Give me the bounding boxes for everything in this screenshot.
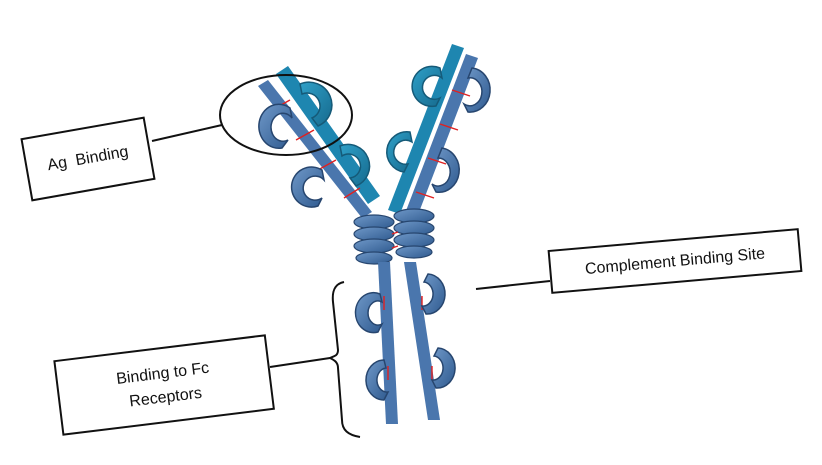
left-ch1-domain xyxy=(290,166,326,208)
fc-left-ch2-domain xyxy=(354,291,384,334)
hinge-disc-right-3 xyxy=(393,232,435,248)
fc-receptors-leader-line xyxy=(269,357,331,368)
right-fab-arm xyxy=(386,44,491,220)
right-vl-domain xyxy=(411,65,444,108)
right-cl-domain xyxy=(386,131,414,173)
right-fab-disulfide-4 xyxy=(415,191,435,199)
fc-left-heavy-chain xyxy=(378,262,398,424)
complement-binding-site-label-box: Complement Binding Site xyxy=(547,228,803,294)
fc-right-ch3-domain xyxy=(430,347,456,389)
right-fab-disulfide-2 xyxy=(439,123,459,131)
left-fab-arm xyxy=(258,66,380,218)
fc-right-ch2-domain xyxy=(420,273,446,315)
complement-leader-line xyxy=(475,280,551,290)
fc-left-ch3-domain xyxy=(365,359,390,401)
ag-binding-leader-line xyxy=(151,124,223,142)
fc-receptors-label-box: Binding to Fc Receptors xyxy=(53,334,275,436)
right-vh-domain xyxy=(462,67,491,113)
hinge-region xyxy=(353,208,435,265)
hinge-disc-left-4 xyxy=(355,251,393,265)
right-fab-disulfide-3 xyxy=(427,157,447,165)
hinge-disulfide-2 xyxy=(391,245,399,249)
left-vh-domain xyxy=(258,103,293,150)
ag-binding-label-box: Ag Binding xyxy=(20,116,156,202)
hinge-disc-right-4 xyxy=(395,245,433,259)
hinge-disulfide-1 xyxy=(391,231,399,235)
right-ch1-domain xyxy=(431,147,460,193)
left-cl-domain xyxy=(339,143,371,187)
fc-region xyxy=(354,262,456,424)
right-light-chain xyxy=(388,44,464,214)
fc-region-bracket xyxy=(327,281,361,438)
right-fab-disulfide-1 xyxy=(451,89,471,97)
left-fab-disulfide-2 xyxy=(295,129,315,141)
left-fab-disulfide-4 xyxy=(343,187,361,199)
left-light-chain xyxy=(276,66,380,204)
left-vl-domain xyxy=(299,81,333,127)
right-heavy-chain xyxy=(404,54,478,220)
fc-right-heavy-chain xyxy=(404,262,440,420)
ag-binding-highlight-ellipse xyxy=(219,74,353,156)
hinge-disc-left-3 xyxy=(353,238,395,254)
left-fab-disulfide-3 xyxy=(317,159,337,171)
